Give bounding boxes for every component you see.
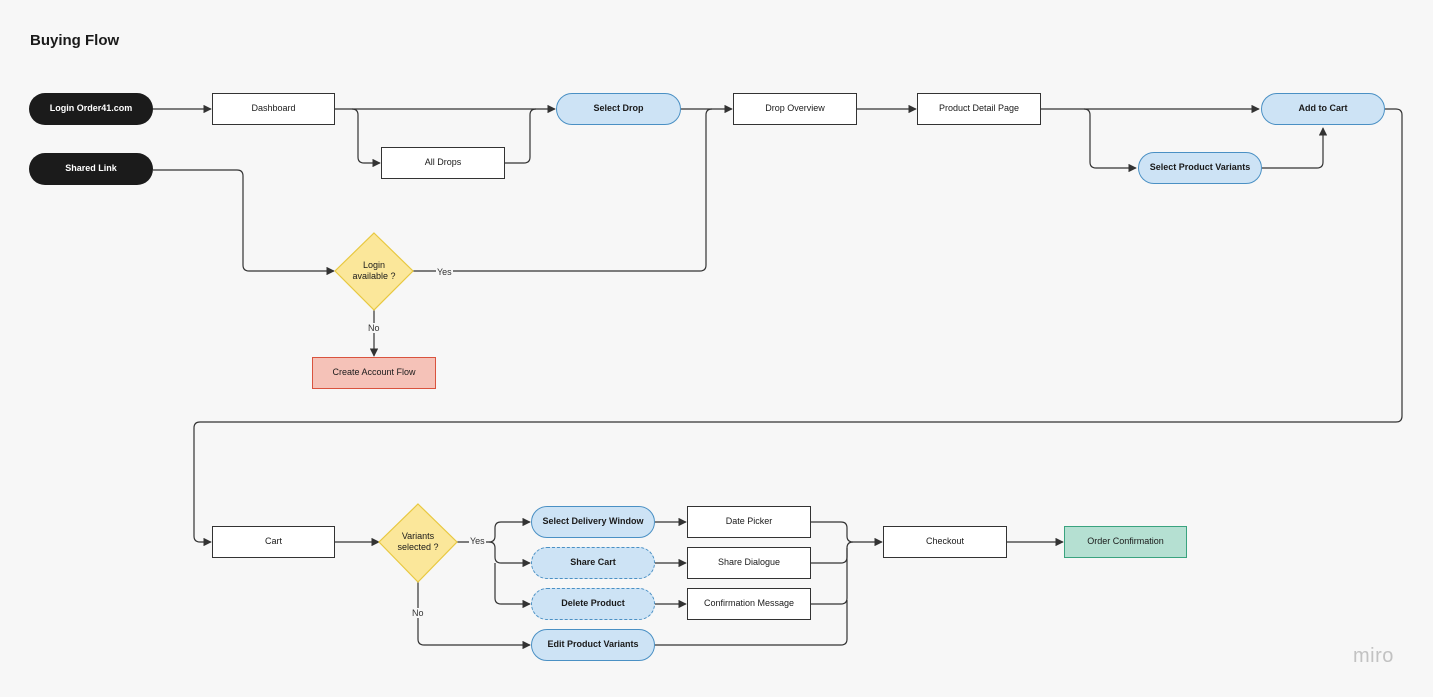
- edge-variants-delivery: [457, 517, 531, 543]
- edge-variants-no-edit: [417, 582, 531, 650]
- login-available-label: Login available ?: [352, 259, 396, 281]
- edge-datepicker-checkout: [811, 521, 883, 547]
- miro-logo: miro: [1353, 645, 1394, 667]
- edge-pdp-variants: [1083, 108, 1137, 173]
- edge-variants-delete: [494, 563, 531, 609]
- edge-confirmation-checkout: [811, 548, 848, 605]
- variants-no-label: No: [411, 608, 425, 618]
- delete-product-node[interactable]: Delete Product: [531, 588, 655, 620]
- product-detail-page-node[interactable]: Product Detail Page: [917, 93, 1041, 125]
- order-confirmation-node[interactable]: Order Confirmation: [1064, 526, 1187, 558]
- edge-addtocart-cart: [193, 108, 1403, 547]
- edge-shared-login: [153, 169, 335, 276]
- shared-link-node[interactable]: Shared Link: [29, 153, 153, 185]
- all-drops-node[interactable]: All Drops: [381, 147, 505, 179]
- variants-yes-label: Yes: [469, 536, 486, 546]
- diagram-title: Buying Flow: [30, 32, 120, 49]
- select-drop-node[interactable]: Select Drop: [556, 93, 681, 125]
- edge-dashboard-alldrops: [351, 108, 381, 168]
- create-account-flow-node[interactable]: Create Account Flow: [312, 357, 436, 389]
- edit-product-variants-node[interactable]: Edit Product Variants: [531, 629, 655, 661]
- login-no-label: No: [367, 323, 381, 333]
- variants-selected-decision: [378, 503, 458, 583]
- checkout-node[interactable]: Checkout: [883, 526, 1007, 558]
- edge-login-yes-overview: [413, 108, 713, 272]
- share-dialogue-node[interactable]: Share Dialogue: [687, 547, 811, 579]
- select-product-variants-node[interactable]: Select Product Variants: [1138, 152, 1262, 184]
- variants-selected-label: Variants selected ?: [397, 530, 439, 552]
- share-cart-node[interactable]: Share Cart: [531, 547, 655, 579]
- drop-overview-node[interactable]: Drop Overview: [733, 93, 857, 125]
- select-delivery-window-node[interactable]: Select Delivery Window: [531, 506, 655, 538]
- edge-edit-checkout: [655, 600, 848, 646]
- login-order41-node[interactable]: Login Order41.com: [29, 93, 153, 125]
- add-to-cart-node[interactable]: Add to Cart: [1261, 93, 1385, 125]
- confirmation-message-node[interactable]: Confirmation Message: [687, 588, 811, 620]
- dashboard-node[interactable]: Dashboard: [212, 93, 335, 125]
- login-available-decision: [334, 232, 414, 311]
- edge-variants-addtocart: [1262, 127, 1328, 169]
- date-picker-node[interactable]: Date Picker: [687, 506, 811, 538]
- cart-node[interactable]: Cart: [212, 526, 335, 558]
- edge-alldrops-selectdrop: [505, 108, 537, 164]
- login-yes-label: Yes: [436, 267, 453, 277]
- edge-variants-share: [488, 541, 531, 568]
